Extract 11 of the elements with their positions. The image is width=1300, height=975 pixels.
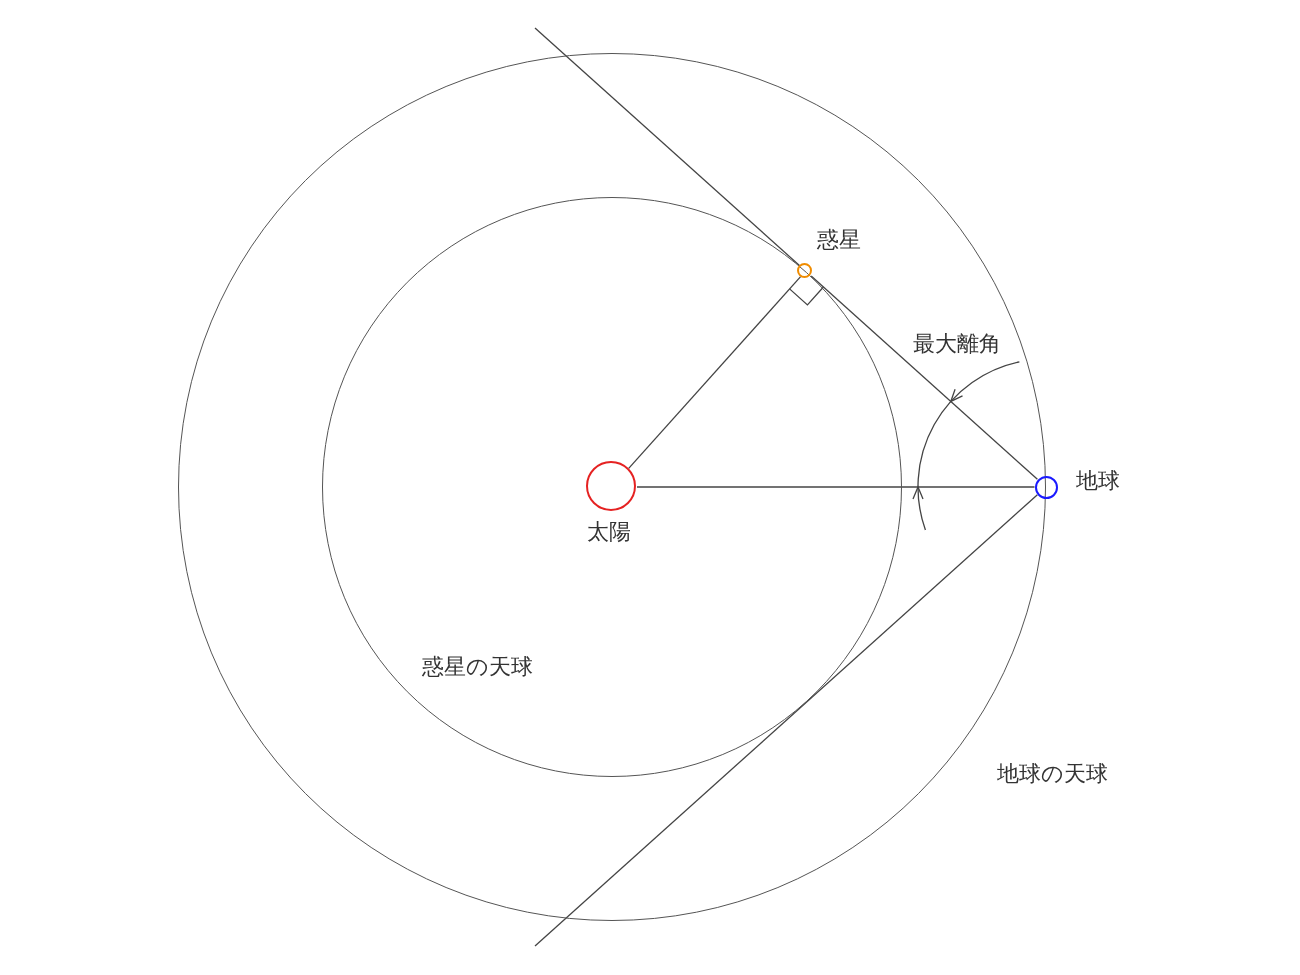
line [534, 27, 801, 267]
line [628, 275, 802, 470]
line [810, 275, 1039, 480]
line [534, 494, 1039, 947]
earth-label: 地球 [1075, 466, 1120, 495]
sun-label: 太陽 [586, 517, 631, 546]
orbit-label: 惑星の天球 [421, 653, 533, 681]
angle-label: 最大離角 [913, 330, 1001, 358]
orbit-label: 地球の天球 [997, 759, 1108, 788]
line [636, 486, 1036, 488]
planet-label: 惑星 [817, 226, 861, 254]
